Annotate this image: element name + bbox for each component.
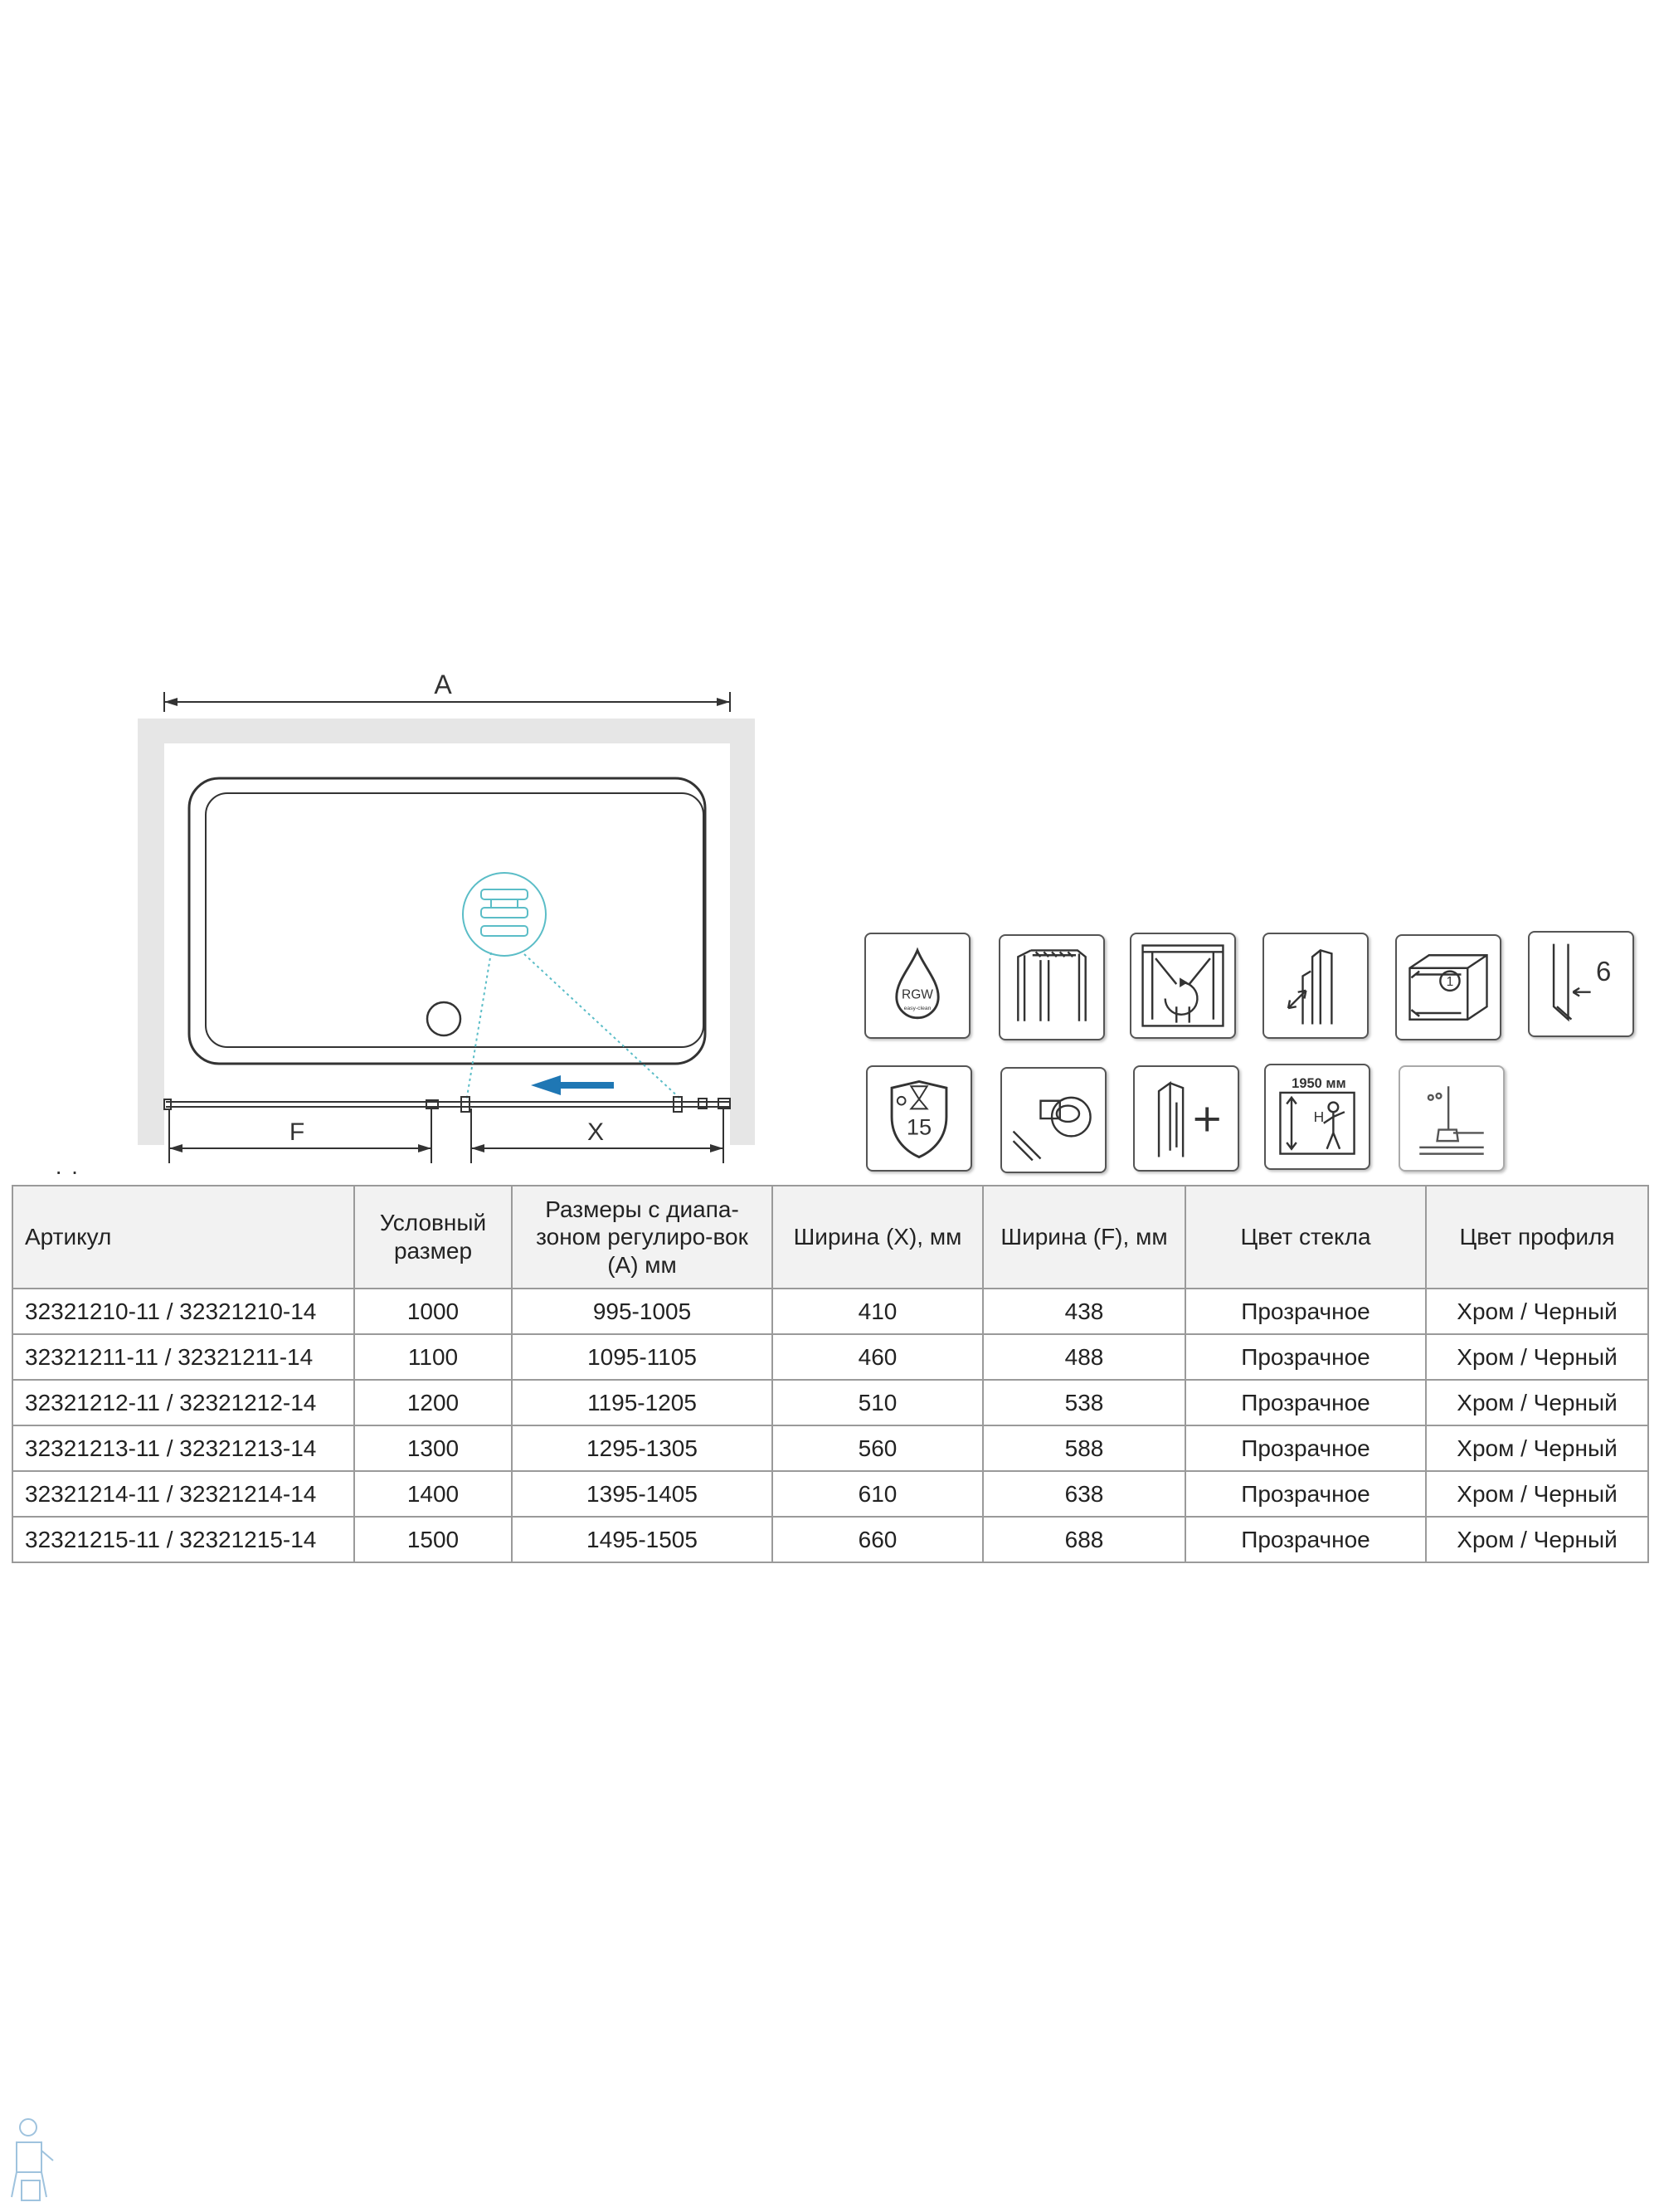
cell-width-x: 660 [771,1516,984,1563]
cell-glass-color: Прозрачное [1185,1333,1427,1381]
dimension-x-label: X [587,1118,604,1146]
cell-article: 32321211-11 / 32321211-14 [12,1333,355,1381]
height-label-text: 1950 мм [1292,1076,1346,1091]
cell-profile-color: Хром / Черный [1425,1288,1649,1335]
cell-article: 32321210-11 / 32321210-14 [12,1288,355,1335]
tray-inner [205,792,704,1048]
cell-profile-color: Хром / Черный [1425,1470,1649,1518]
cell-glass-color: Прозрачное [1185,1288,1427,1335]
easy-clean-glass-icon: RGW easy-clean [864,933,971,1039]
callout-leader-right [523,953,683,1101]
header-article: Артикул [12,1185,355,1289]
glass-thickness-value: 6 [1596,956,1611,987]
cell-adjust-range: 1495-1505 [511,1516,773,1563]
dimension-a [163,692,731,712]
back-wall [138,719,755,743]
cell-nominal-size: 1400 [353,1470,513,1518]
cell-glass-color: Прозрачное [1185,1425,1427,1472]
cell-glass-color: Прозрачное [1185,1470,1427,1518]
header-adjust-range: Размеры с диапа-зоном регулиро-вок (А) м… [511,1185,773,1289]
right-wall [730,719,755,1145]
cell-nominal-size: 1100 [353,1333,513,1381]
header-glass-color: Цвет стекла [1185,1185,1427,1289]
cell-adjust-range: 1095-1105 [511,1333,773,1381]
cell-glass-color: Прозрачное [1185,1516,1427,1563]
cell-adjust-range: 1295-1305 [511,1425,773,1472]
drain-icon [426,1001,462,1037]
door-profile [163,1096,731,1113]
specification-table: Артикул Условный размер Размеры с диапа-… [12,1185,1649,1563]
height-indicator-icon: 1950 мм H [1264,1064,1370,1170]
adjustable-profile-icon [1262,933,1369,1039]
cell-width-x: 510 [771,1379,984,1426]
door-knob-icon [1000,1067,1107,1173]
dimension-f [168,1108,432,1163]
cell-width-x: 410 [771,1288,984,1335]
cell-article: 32321214-11 / 32321214-14 [12,1470,355,1518]
cell-width-f: 688 [982,1516,1186,1563]
shower-tray-diagram: A F X [138,670,755,1163]
cell-adjust-range: 995-1005 [511,1288,773,1335]
cell-adjust-range: 1395-1405 [511,1470,773,1518]
warranty-years-text: 15 [907,1113,932,1139]
easy-clean-text: easy-clean [904,1006,932,1011]
cell-width-f: 438 [982,1288,1186,1335]
callout-leader-left [465,952,492,1103]
warranty-shield-icon: 15 [866,1065,972,1172]
cell-nominal-size: 1500 [353,1516,513,1563]
dimension-f-label: F [289,1118,304,1146]
cell-width-f: 638 [982,1470,1186,1518]
reversible-installation-icon [1130,933,1236,1039]
header-width-f: Ширина (F), мм [982,1185,1186,1289]
water-seal-icon [1399,1065,1505,1172]
header-profile-color: Цвет профиля [1425,1185,1649,1289]
left-wall [138,719,164,1145]
slide-direction-arrow [531,1075,614,1095]
cell-profile-color: Хром / Черный [1425,1379,1649,1426]
roller-callout [462,872,547,957]
roller-icon [480,889,528,937]
single-package-icon: 1 [1395,934,1501,1040]
cell-article: 32321215-11 / 32321215-14 [12,1516,355,1563]
cell-width-f: 488 [982,1333,1186,1381]
cell-nominal-size: 1200 [353,1379,513,1426]
dimension-x [470,1108,724,1163]
cell-width-x: 460 [771,1333,984,1381]
header-nominal-size: Условный размер [353,1185,513,1289]
cell-nominal-size: 1300 [353,1425,513,1472]
rgw-brand-text: RGW [902,988,933,1002]
extension-profile-icon [1133,1065,1239,1172]
glass-thickness-icon: 6 [1528,931,1634,1037]
cell-glass-color: Прозрачное [1185,1379,1427,1426]
decorative-dots: ·· [55,1158,87,1184]
cell-profile-color: Хром / Черный [1425,1516,1649,1563]
cell-width-x: 560 [771,1425,984,1472]
cell-article: 32321213-11 / 32321213-14 [12,1425,355,1472]
door-frame-icon [999,934,1105,1040]
cell-adjust-range: 1195-1205 [511,1379,773,1426]
plumber-logo-icon [11,2118,54,2201]
cell-width-x: 610 [771,1470,984,1518]
cell-article: 32321212-11 / 32321212-14 [12,1379,355,1426]
dimension-a-label: A [434,670,452,699]
height-symbol-text: H [1314,1108,1325,1125]
cell-profile-color: Хром / Черный [1425,1425,1649,1472]
cell-profile-color: Хром / Черный [1425,1333,1649,1381]
header-width-x: Ширина (X), мм [771,1185,984,1289]
cell-width-f: 588 [982,1425,1186,1472]
package-count-text: 1 [1447,975,1454,989]
cell-nominal-size: 1000 [353,1288,513,1335]
cell-width-f: 538 [982,1379,1186,1426]
table-header-row: Артикул Условный размер Размеры с диапа-… [12,1185,1649,1289]
